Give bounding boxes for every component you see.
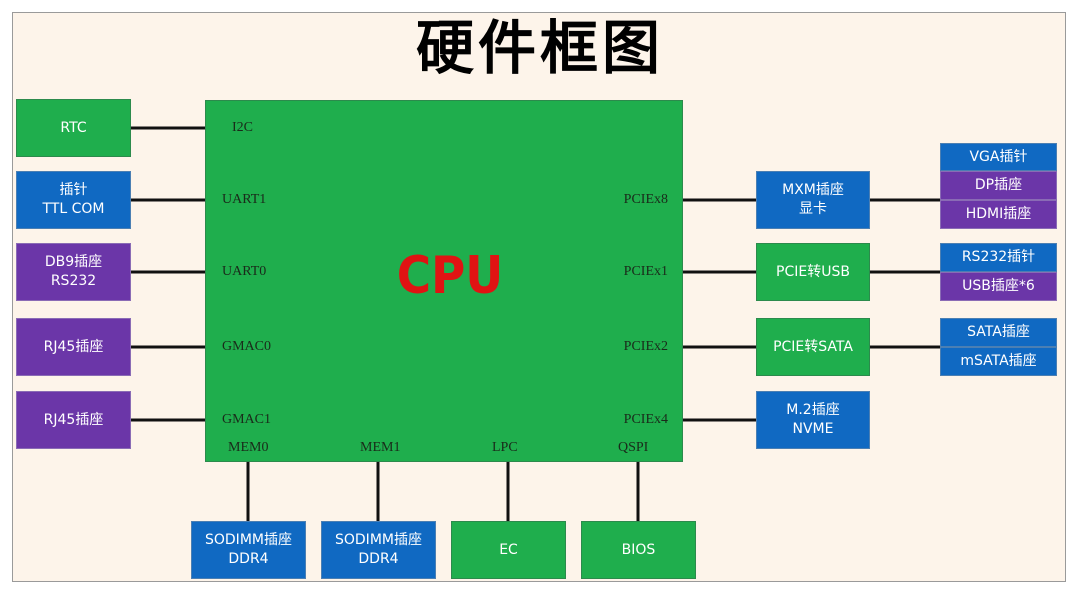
m2-line2: NVME bbox=[792, 421, 834, 437]
ttl-com-line1: 插针 bbox=[59, 182, 88, 198]
cpu-label: CPU bbox=[396, 246, 504, 306]
pcie-sata-box: PCIE转SATA bbox=[756, 318, 870, 376]
pcie-usb-label: PCIE转USB bbox=[776, 263, 850, 280]
sata-label: SATA插座 bbox=[967, 324, 1030, 340]
pcie-sata-label: PCIE转SATA bbox=[773, 338, 853, 355]
ec-label: EC bbox=[499, 541, 518, 558]
port-uart0: UART0 bbox=[222, 264, 267, 279]
port-qspi: QSPI bbox=[618, 440, 649, 455]
usb-socket-box: USB插座*6 bbox=[940, 272, 1057, 301]
mxm-line1: MXM插座 bbox=[782, 182, 844, 198]
m2-line1: M.2插座 bbox=[786, 402, 840, 418]
vga-label: VGA插针 bbox=[969, 148, 1028, 165]
dp-socket-box: DP插座 bbox=[940, 171, 1057, 200]
rs232-header-label: RS232插针 bbox=[961, 249, 1036, 265]
bios-label: BIOS bbox=[621, 541, 656, 558]
ec-box: EC bbox=[451, 521, 566, 579]
sodimm-2-line2: DDR4 bbox=[358, 551, 399, 567]
port-pciex8: PCIEx8 bbox=[623, 192, 668, 207]
rj45-box-1: RJ45插座 bbox=[16, 318, 131, 376]
port-mem1: MEM1 bbox=[360, 440, 401, 455]
sodimm-box-2: SODIMM插座 DDR4 bbox=[321, 521, 436, 579]
rj45-2-label: RJ45插座 bbox=[43, 411, 104, 428]
port-i2c: I2C bbox=[232, 120, 253, 135]
db9-line1: DB9插座 bbox=[44, 254, 103, 270]
sodimm-2-line1: SODIMM插座 bbox=[335, 532, 422, 548]
bios-box: BIOS bbox=[581, 521, 696, 579]
m2-nvme-box: M.2插座 NVME bbox=[756, 391, 870, 449]
ttl-com-box: 插针 TTL COM bbox=[16, 171, 131, 229]
rtc-label: RTC bbox=[60, 119, 87, 136]
vga-header-box: VGA插针 bbox=[940, 143, 1057, 171]
rtc-box: RTC bbox=[16, 99, 131, 157]
dp-label: DP插座 bbox=[974, 177, 1023, 193]
rj45-1-label: RJ45插座 bbox=[43, 338, 104, 355]
mxm-line2: 显卡 bbox=[799, 201, 827, 217]
hdmi-socket-box: HDMI插座 bbox=[940, 200, 1057, 229]
port-gmac0: GMAC0 bbox=[222, 339, 272, 354]
port-pciex2: PCIEx2 bbox=[623, 339, 668, 354]
cpu-block bbox=[205, 100, 683, 462]
port-pciex1: PCIEx1 bbox=[623, 264, 668, 279]
ttl-com-line2: TTL COM bbox=[42, 201, 105, 217]
sata-socket-box: SATA插座 bbox=[940, 318, 1057, 347]
pcie-usb-box: PCIE转USB bbox=[756, 243, 870, 301]
usb-socket-label: USB插座*6 bbox=[962, 278, 1035, 294]
port-gmac1: GMAC1 bbox=[222, 412, 272, 427]
db9-rs232-box: DB9插座 RS232 bbox=[16, 243, 131, 301]
rs232-header-box: RS232插针 bbox=[940, 243, 1057, 272]
msata-label: mSATA插座 bbox=[960, 353, 1037, 369]
port-mem0: MEM0 bbox=[228, 440, 269, 455]
hdmi-label: HDMI插座 bbox=[965, 206, 1032, 222]
port-uart1: UART1 bbox=[222, 192, 267, 207]
sodimm-box-1: SODIMM插座 DDR4 bbox=[191, 521, 306, 579]
msata-socket-box: mSATA插座 bbox=[940, 347, 1057, 376]
mxm-box: MXM插座 显卡 bbox=[756, 171, 870, 229]
db9-line2: RS232 bbox=[50, 273, 97, 289]
diagram-title: 硬件框图 bbox=[415, 14, 664, 82]
sodimm-1-line1: SODIMM插座 bbox=[205, 532, 292, 548]
port-pciex4: PCIEx4 bbox=[623, 412, 668, 427]
rj45-box-2: RJ45插座 bbox=[16, 391, 131, 449]
port-lpc: LPC bbox=[492, 440, 518, 455]
sodimm-1-line2: DDR4 bbox=[228, 551, 269, 567]
